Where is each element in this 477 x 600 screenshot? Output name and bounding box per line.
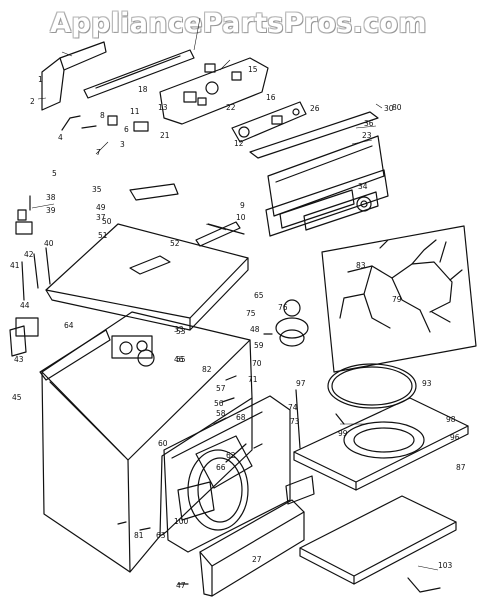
callout-label: 44: [20, 301, 30, 310]
cabinet-top-panel: [45, 183, 249, 331]
callout-label: 48: [250, 325, 260, 334]
callout-label: 22: [226, 103, 236, 112]
callout-label: 27: [252, 555, 262, 564]
console-backsplash: [249, 111, 385, 217]
callout-label: 34: [358, 182, 368, 191]
callout-label: 40: [44, 239, 54, 248]
callout-label: 56: [214, 399, 224, 408]
callout-label: 58: [216, 409, 226, 418]
callout-label: 13: [158, 103, 168, 112]
callout-label: 41: [10, 261, 20, 270]
callout-label: 65: [254, 291, 264, 300]
callout-label: 53: [176, 327, 186, 336]
callout-label: 50: [102, 217, 112, 226]
callout-label: 96: [450, 433, 460, 442]
callout-label: 83: [356, 261, 366, 270]
timer-switch-parts: [61, 63, 216, 132]
callout-label: 52: [170, 239, 180, 248]
callout-label: 68: [236, 413, 246, 422]
callout-label: 80: [392, 103, 402, 112]
wiring-harness-inset: [321, 225, 477, 373]
callout-label: 1: [38, 75, 43, 84]
callout-label: 7: [96, 148, 101, 157]
callout-label: 30: [384, 104, 394, 113]
callout-label: 18: [138, 85, 148, 94]
console-end-cap: [41, 41, 107, 111]
callout-label: 21: [160, 131, 170, 140]
callout-label: 4: [58, 133, 63, 142]
control-panel-bracket: [159, 57, 269, 125]
tub-cover: [293, 397, 469, 491]
callout-label: 76: [278, 303, 288, 312]
callout-label: 64: [64, 321, 74, 330]
callout-label: 82: [202, 365, 212, 374]
callout-label: 63: [156, 531, 166, 540]
front-bracket: [177, 475, 315, 521]
washer-cabinet: [39, 311, 253, 573]
callout-label: 3: [120, 140, 125, 149]
callout-label: 62: [226, 451, 236, 460]
callout-label: 33: [174, 325, 184, 334]
pump-assembly: [263, 299, 309, 347]
callout-label: 11: [130, 107, 140, 116]
lid-switch-parts: [9, 195, 51, 357]
callout-leaders: [31, 17, 439, 571]
callout-label: 43: [14, 355, 24, 364]
callout-label: 55: [176, 355, 186, 364]
water-inlet-valve: [111, 335, 155, 367]
callout-label: 73: [290, 417, 300, 426]
callout-label: 75: [246, 309, 256, 318]
callout-label: 74: [288, 403, 298, 412]
callout-label: 10: [236, 213, 246, 222]
callout-label: 49: [96, 203, 106, 212]
callout-label: 71: [248, 375, 258, 384]
callout-label: 35: [92, 185, 102, 194]
small-hardware: [117, 223, 345, 585]
callout-label: 38: [46, 193, 56, 202]
console-rear-bracket: [83, 49, 195, 99]
callout-label: 5: [52, 169, 57, 178]
callout-labels: 1 2 3 4 5 6 7 8 9 10 11 12 13 15 16 18 2…: [10, 65, 466, 590]
callout-label: 26: [310, 104, 320, 113]
callout-label: 100: [174, 517, 189, 526]
callout-label: 37: [96, 213, 106, 222]
callout-label: 45: [12, 393, 22, 402]
callout-label: 36: [364, 119, 374, 128]
callout-label: 2: [30, 97, 35, 106]
callout-label: 46: [174, 355, 184, 364]
callout-label: 97: [296, 379, 306, 388]
callout-label: 59: [254, 341, 264, 350]
tub-ring: [327, 363, 417, 409]
callout-label: 9: [240, 201, 245, 210]
callout-label: 6: [124, 125, 129, 134]
callout-label: 39: [46, 206, 56, 215]
callout-label: 8: [100, 111, 105, 120]
console-front-panel: [265, 169, 389, 237]
control-knob-panel: [231, 101, 307, 143]
callout-label: 87: [456, 463, 466, 472]
callout-label: 70: [252, 359, 262, 368]
door-opening: [187, 435, 253, 531]
callout-label: 57: [216, 384, 226, 393]
callout-label: 15: [248, 65, 258, 74]
cabinet-front-panel: [163, 395, 291, 553]
callout-label: 16: [266, 93, 276, 102]
watermark: AppliancePartsPros.com: [50, 8, 427, 39]
callout-label: 93: [422, 379, 432, 388]
callout-label: 47: [176, 581, 186, 590]
callout-label: 42: [24, 250, 34, 259]
toe-kick-panel: [199, 499, 305, 597]
callout-label: 51: [98, 231, 108, 240]
callout-label: 12: [234, 139, 244, 148]
drain-pan: [299, 495, 457, 593]
callout-label: 66: [216, 463, 226, 472]
callout-label: 79: [392, 295, 402, 304]
callout-label: 98: [446, 415, 456, 424]
callout-label: 23: [362, 131, 372, 140]
callout-label: 99: [338, 429, 348, 438]
callout-label: 103: [438, 561, 453, 570]
callout-label: 60: [158, 439, 168, 448]
callout-label: 81: [134, 531, 144, 540]
